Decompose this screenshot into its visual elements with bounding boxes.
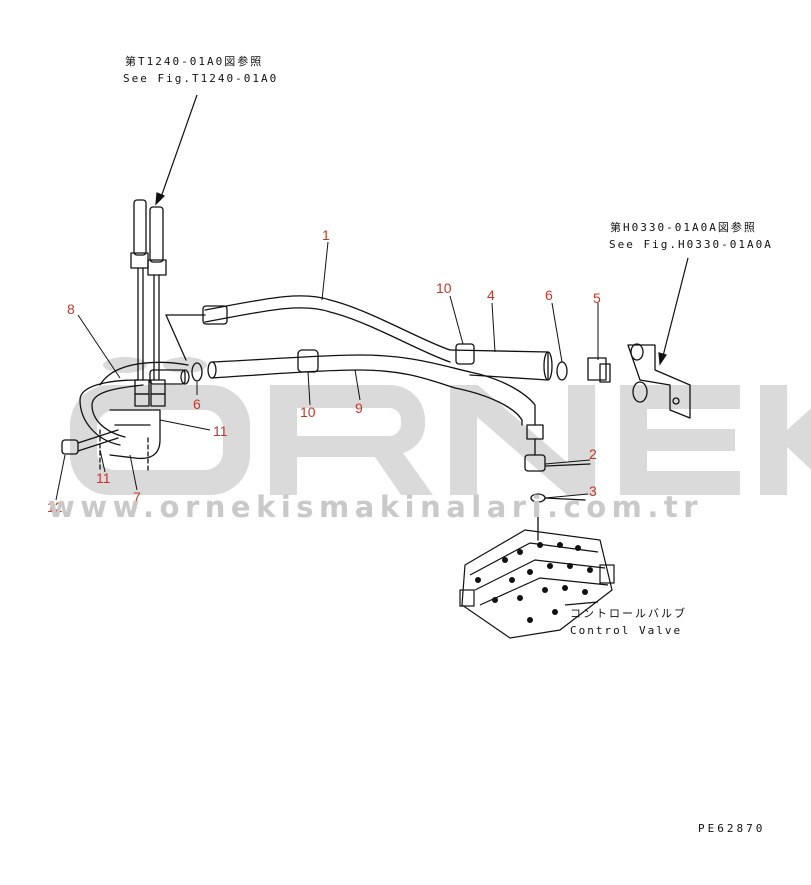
callout-7: 7: [133, 489, 141, 505]
watermark-letter-e: [620, 385, 740, 495]
callout-6-right: 6: [545, 287, 553, 303]
ref-control-valve-ja: コントロールバルブ: [570, 607, 687, 620]
watermark-letter-n: [450, 385, 595, 495]
watermark-umlaut-1: [103, 357, 147, 373]
reference-leaders: [155, 94, 689, 366]
watermark-letter-k: [760, 385, 811, 495]
watermark-url: www.ornekismakinalari.com.tr: [48, 490, 704, 524]
ref-control-valve-en: Control Valve: [570, 624, 683, 637]
ref-top-left-en: See Fig.T1240-01A0: [123, 72, 279, 85]
callout-10-upper: 10: [436, 280, 452, 296]
callout-3: 3: [589, 483, 597, 499]
watermark-logo: [70, 357, 811, 495]
ref-top-right-ja: 第H0330-01A0A図参照: [610, 221, 757, 234]
callout-leaders: [55, 241, 599, 501]
callout-12: 12: [47, 499, 63, 515]
callout-6-left: 6: [193, 396, 201, 412]
figure-code: PE62870: [698, 822, 766, 835]
ref-top-right-en: See Fig.H0330-01A0A: [609, 238, 773, 251]
callout-5: 5: [593, 290, 601, 306]
ref-top-left-ja: 第T1240-01A0図参照: [125, 55, 264, 68]
watermark-letter-r: [270, 385, 433, 495]
callout-8: 8: [67, 301, 75, 317]
control-valve-drawing: [459, 529, 615, 639]
callout-10-lower: 10: [300, 404, 316, 420]
callout-9: 9: [355, 400, 363, 416]
callout-1: 1: [322, 227, 330, 243]
callout-11-left: 11: [96, 470, 111, 486]
callout-11-right: 11: [213, 423, 228, 439]
callout-4: 4: [487, 287, 495, 303]
callout-2: 2: [589, 446, 597, 462]
watermark-letter-o: [70, 385, 250, 495]
